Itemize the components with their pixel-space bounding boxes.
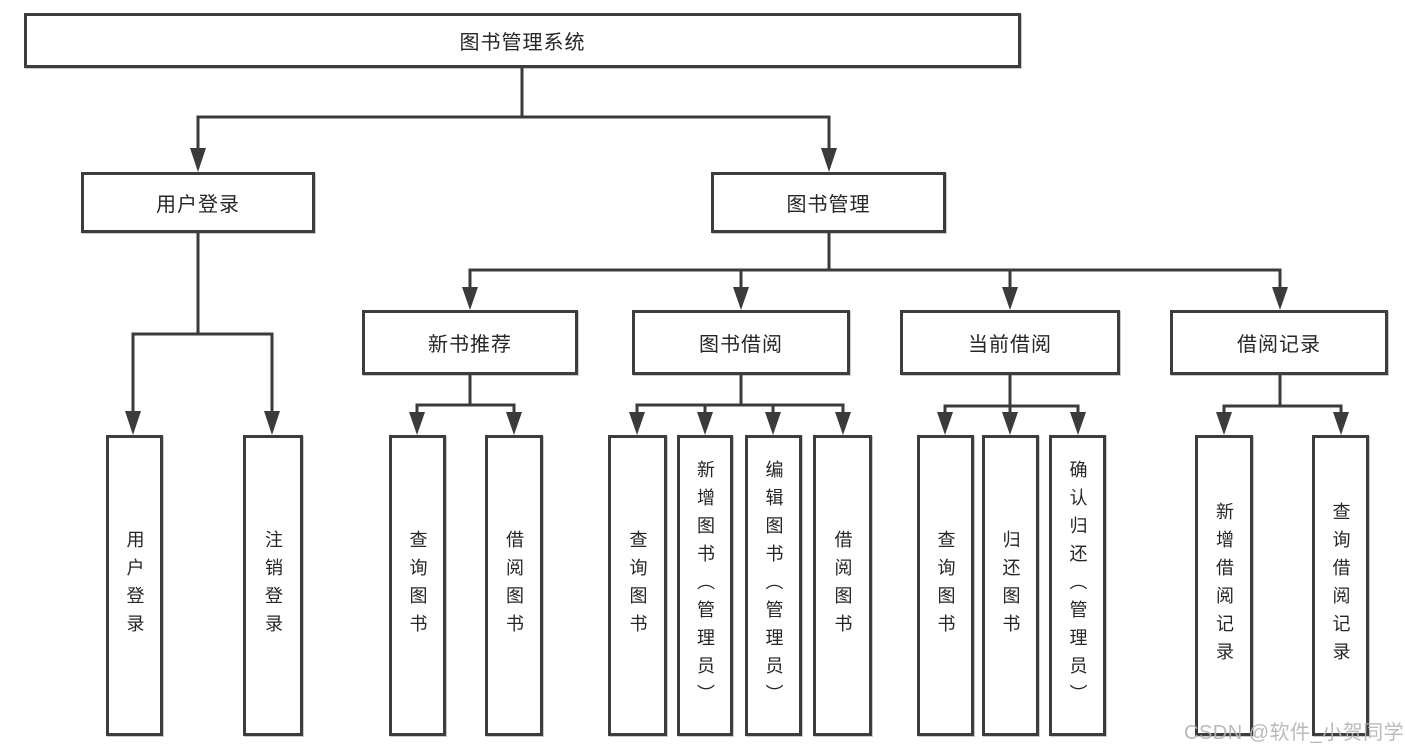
leaf-label: 新增图书（管理员） (695, 459, 715, 712)
leaf-label: 借阅图书 (832, 529, 853, 642)
leaf-logout-login: 注销登录 (243, 435, 303, 736)
arrowhead (835, 412, 851, 435)
leaf-current-confirm-return-admin: 确认归还（管理员） (1049, 435, 1106, 736)
leaf-user-login: 用户登录 (106, 435, 163, 736)
connector-book-management (462, 231, 1288, 310)
arrowhead (733, 287, 749, 310)
csdn-watermark: CSDN @软件_小贺同学 (1184, 722, 1405, 744)
arrowhead (937, 412, 953, 435)
node-root: 图书管理系统 (24, 13, 1021, 68)
arrowhead (264, 411, 280, 435)
node-root-label: 图书管理系统 (459, 32, 586, 54)
node-current-borrow: 当前借阅 (900, 310, 1120, 375)
leaf-recommend-query-books: 查询图书 (389, 435, 446, 736)
leaf-records-add-record: 新增借阅记录 (1195, 435, 1253, 736)
node-borrow-records: 借阅记录 (1170, 310, 1388, 375)
arrowhead (125, 411, 141, 435)
leaf-label: 归还图书 (1000, 529, 1021, 642)
arrowhead (1272, 287, 1288, 310)
leaf-borrow-add-books-admin: 新增图书（管理员） (677, 435, 733, 736)
leaf-label: 借阅图书 (504, 529, 524, 642)
leaf-label: 用户登录 (124, 529, 145, 642)
node-book-management: 图书管理 (711, 172, 946, 233)
leaf-label: 新增借阅记录 (1214, 501, 1234, 670)
leaf-label: 编辑图书（管理员） (763, 459, 784, 712)
leaf-current-query-books: 查询图书 (917, 435, 974, 736)
node-book-borrow: 图书借阅 (632, 310, 850, 375)
arrowhead (409, 412, 425, 435)
connector-user-login (125, 231, 280, 435)
arrowhead (190, 148, 206, 172)
arrowhead (821, 148, 837, 172)
leaf-borrow-borrow-books: 借阅图书 (813, 435, 872, 736)
node-book-management-label: 图书管理 (786, 194, 871, 216)
leaf-label: 注销登录 (263, 529, 283, 642)
leaf-borrow-query-books: 查询图书 (608, 435, 667, 736)
leaf-borrow-edit-books-admin: 编辑图书（管理员） (745, 435, 802, 736)
leaf-label: 查询图书 (627, 529, 648, 642)
node-book-borrow-label: 图书借阅 (699, 334, 783, 356)
node-new-book-recommend-label: 新书推荐 (428, 334, 512, 356)
connector-root (190, 66, 837, 172)
leaf-label: 确认归还（管理员） (1067, 459, 1088, 712)
leaf-records-query-record: 查询借阅记录 (1312, 435, 1369, 736)
node-current-borrow-label: 当前借阅 (968, 334, 1052, 356)
arrowhead (462, 287, 478, 310)
node-user-login: 用户登录 (81, 172, 315, 233)
arrowhead (506, 412, 522, 435)
connector-borrow-records (1216, 373, 1349, 435)
arrowhead (1333, 412, 1349, 435)
arrowhead (629, 412, 645, 435)
leaf-label: 查询图书 (935, 529, 956, 642)
arrowhead (1216, 412, 1232, 435)
node-new-book-recommend: 新书推荐 (362, 310, 578, 375)
node-user-login-label: 用户登录 (156, 194, 240, 216)
leaf-current-return-books: 归还图书 (982, 435, 1039, 736)
arrowhead (1002, 412, 1018, 435)
arrowhead (765, 412, 781, 435)
arrowhead (697, 412, 713, 435)
connector-new-book-recommend (409, 373, 522, 435)
leaf-label: 查询图书 (407, 529, 428, 642)
connector-book-borrow (629, 373, 851, 435)
leaf-label: 查询借阅记录 (1330, 501, 1351, 670)
arrowhead (1002, 287, 1018, 310)
arrowhead (1070, 412, 1086, 435)
leaf-recommend-borrow-books: 借阅图书 (485, 435, 543, 736)
connector-current-borrow (937, 373, 1086, 435)
node-borrow-records-label: 借阅记录 (1237, 334, 1321, 356)
